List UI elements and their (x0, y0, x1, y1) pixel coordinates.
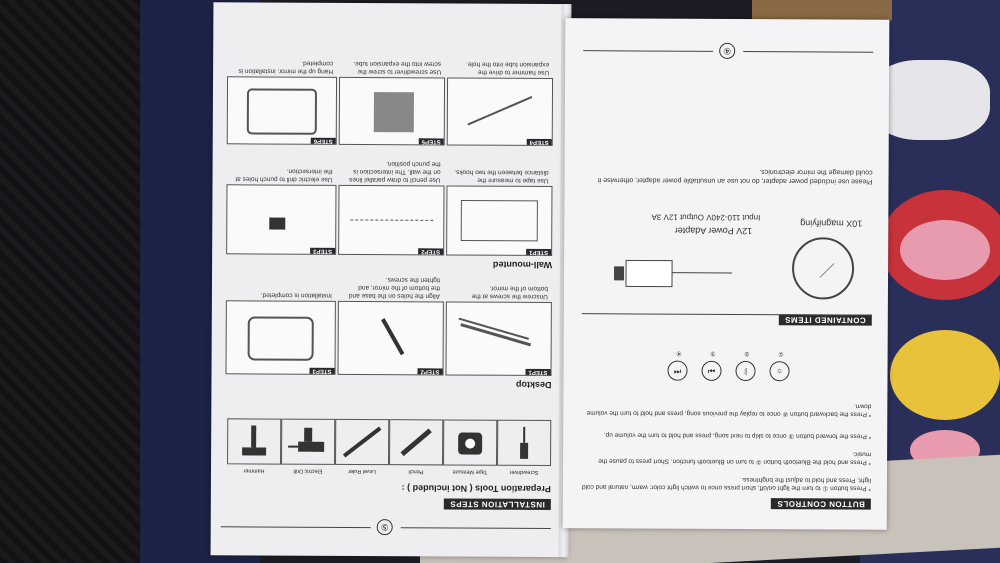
light-button-icon: ☼ (769, 361, 790, 382)
wall-step-6: STEP6 (226, 76, 338, 145)
tools-row: Screwdriver Tape Measure Pencil Lev (227, 418, 552, 475)
desktop-step-1: STEP1 (445, 301, 552, 377)
backward-button-icon: ⏮ (667, 360, 688, 381)
pencil-icon: Pencil (389, 419, 444, 474)
desktop-step-2: STEP2 (337, 300, 444, 376)
item-power-adapter: 12V Power Adapter (674, 225, 753, 237)
right-page: ④ BUTTON CONTROLS * Press button ① to tu… (562, 18, 890, 530)
desktop-step-3: STEP3 (225, 300, 336, 375)
hammer-icon: Hammer (227, 418, 282, 474)
power-adapter-icon (614, 259, 733, 288)
magnifying-mirror-icon (792, 237, 855, 300)
instruction-booklet: ⑤ INSTALLATION STEPS Preparation Tools (… (210, 2, 890, 559)
page-number: ⑤ (376, 519, 393, 536)
wall-step-2: STEP2 (338, 184, 445, 256)
level-ruler-icon: Level Ruler (335, 418, 390, 474)
tape-measure-icon: Tape Measure (443, 419, 498, 475)
electric-drill-icon: Electric Drill (281, 418, 336, 474)
left-page: ⑤ INSTALLATION STEPS Preparation Tools (… (210, 2, 570, 558)
item-magnifying: 10X magnifying (800, 218, 863, 229)
desktop-heading: Desktop (515, 379, 552, 391)
page-number: ④ (719, 42, 736, 59)
left-page-content: ⑤ INSTALLATION STEPS Preparation Tools (… (217, 8, 564, 550)
wall-step-5: STEP5 (338, 76, 446, 146)
forward-button-icon: ⏭ (701, 360, 722, 381)
wall-step-1: STEP1 (446, 185, 553, 257)
wall-step-4: STEP4 (446, 77, 554, 147)
item-power-spec: Input 110-240V Output 12V 3A (651, 212, 761, 223)
contained-items-title: CONTAINED ITEMS (778, 314, 872, 326)
adapter-warning: Please use included power adapter, do no… (597, 168, 873, 185)
wall-heading: Wall-mounted (492, 259, 553, 271)
button-controls-title: BUTTON CONTROLS (771, 498, 871, 510)
right-page-content: ④ BUTTON CONTROLS * Press button ① to tu… (569, 24, 884, 522)
screwdriver-icon: Screwdriver (497, 419, 552, 475)
tools-heading: Preparation Tools ( Not included ) : (401, 483, 551, 495)
installation-title: INSTALLATION STEPS (443, 498, 551, 511)
bluetooth-button-icon: ᛒ (735, 360, 756, 382)
wall-step-3: STEP3 (226, 184, 337, 255)
